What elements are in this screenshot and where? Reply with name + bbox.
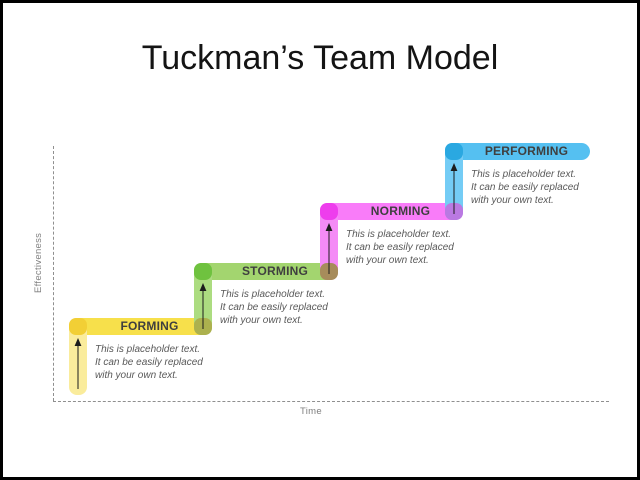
step-bar xyxy=(445,143,590,160)
step-corner-cap xyxy=(69,318,87,335)
x-axis-line xyxy=(53,401,609,402)
x-axis-label: Time xyxy=(300,406,322,417)
step-label: PERFORMING xyxy=(484,144,569,158)
step-label: FORMING xyxy=(120,319,179,333)
step-label: STORMING xyxy=(241,264,309,278)
step-corner-cap xyxy=(194,263,212,280)
step-bar xyxy=(320,203,463,220)
up-arrow-icon xyxy=(199,283,207,329)
step-corner-cap xyxy=(320,203,338,220)
up-arrow-icon xyxy=(450,163,458,214)
step-description: This is placeholder text. It can be easi… xyxy=(471,169,579,206)
step-bar xyxy=(194,263,338,280)
step-bar xyxy=(69,318,212,335)
y-axis-line xyxy=(53,146,54,401)
up-arrow-icon xyxy=(74,338,82,389)
step-description: This is placeholder text. It can be easi… xyxy=(95,344,203,381)
step-description: This is placeholder text. It can be easi… xyxy=(220,289,328,326)
up-arrow-icon xyxy=(325,223,333,274)
page-title: Tuckman’s Team Model xyxy=(141,39,499,77)
y-axis-label: Effectiveness xyxy=(33,232,44,294)
step-corner-cap xyxy=(445,143,463,160)
step-label: NORMING xyxy=(370,204,431,218)
step-description: This is placeholder text. It can be easi… xyxy=(346,229,454,266)
